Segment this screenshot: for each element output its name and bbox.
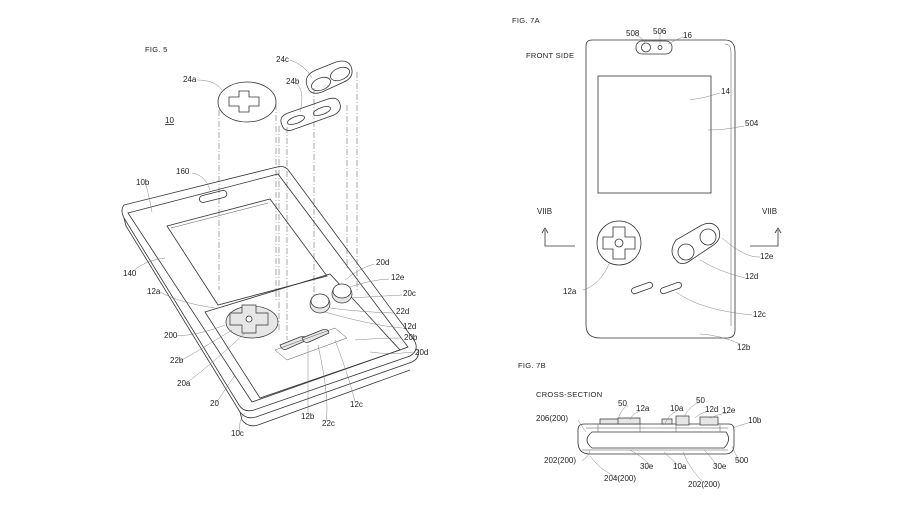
- label-20b: 20b: [404, 333, 418, 342]
- sensor-506: [657, 45, 663, 50]
- fig7b-title: FIG. 7B: [518, 361, 546, 370]
- label-12c: 12c: [350, 400, 363, 409]
- label-506: 506: [653, 27, 667, 36]
- label-12a: 12a: [636, 404, 650, 413]
- label-12e: 12e: [760, 252, 774, 261]
- label-50-left: 50: [618, 399, 627, 408]
- label-50-right: 50: [696, 396, 705, 405]
- label-508: 508: [626, 29, 640, 38]
- label-204-200: 204(200): [604, 474, 636, 483]
- label-12c: 12c: [753, 310, 766, 319]
- label-12a: 12a: [147, 287, 161, 296]
- label-24b: 24b: [286, 77, 300, 86]
- label-10a-top: 10a: [670, 404, 684, 413]
- fig7b-cross-section: FIG. 7B CROSS-SECTION 50 12a 10a 50 12d …: [518, 361, 762, 489]
- label-10c: 10c: [231, 429, 244, 438]
- label-160: 160: [176, 167, 190, 176]
- label-20: 20: [210, 399, 219, 408]
- label-206-200: 206(200): [536, 414, 568, 423]
- label-10a-bottom: 10a: [673, 462, 687, 471]
- camera-lens-508: [641, 42, 651, 53]
- label-viib-right: VIIB: [762, 207, 777, 216]
- ab-cover-24c: [305, 60, 353, 94]
- label-202-200-left: 202(200): [544, 456, 576, 465]
- label-24c: 24c: [276, 55, 289, 64]
- label-10b: 10b: [748, 416, 762, 425]
- fig5-title: FIG. 5: [145, 45, 168, 54]
- label-20d-top: 20d: [376, 258, 389, 267]
- fig7a-title: FIG. 7A: [512, 16, 540, 25]
- dpad-cover-24a: [217, 81, 277, 123]
- label-12e: 12e: [722, 406, 736, 415]
- label-12e: 12e: [391, 273, 405, 282]
- label-30e-right: 30e: [713, 462, 727, 471]
- label-12d: 12d: [403, 322, 416, 331]
- fig7a-front-view: FIG. 7A FRONT SIDE 508 506 16 14 504 VII…: [512, 16, 782, 352]
- label-20a: 20a: [177, 379, 191, 388]
- label-200: 200: [164, 331, 178, 340]
- label-22d: 22d: [396, 307, 409, 316]
- label-14: 14: [721, 87, 730, 96]
- label-16: 16: [683, 31, 692, 40]
- dpad-12a: [596, 220, 642, 266]
- label-12b: 12b: [737, 343, 751, 352]
- label-500: 500: [735, 456, 749, 465]
- game-console-casing-10: [121, 166, 419, 427]
- label-20d-bottom: 20d: [415, 348, 428, 357]
- label-12b: 12b: [301, 412, 315, 421]
- label-10b: 10b: [136, 178, 150, 187]
- label-12d: 12d: [705, 405, 718, 414]
- label-24a: 24a: [183, 75, 197, 84]
- label-30e-left: 30e: [640, 462, 654, 471]
- label-140: 140: [123, 269, 137, 278]
- label-22b: 22b: [170, 356, 184, 365]
- label-viib-left: VIIB: [537, 207, 552, 216]
- label-202-200-right: 202(200): [688, 480, 720, 489]
- fig7a-subtitle: FRONT SIDE: [526, 51, 574, 60]
- label-22c: 22c: [322, 419, 335, 428]
- fig5-exploded-view: FIG. 5 10: [121, 45, 428, 438]
- fig7b-subtitle: CROSS-SECTION: [536, 390, 602, 399]
- fig5-ref-main: 10: [165, 116, 174, 125]
- label-12d: 12d: [745, 272, 758, 281]
- label-20c: 20c: [403, 289, 416, 298]
- select-start-cover-24b: [280, 97, 341, 131]
- label-504: 504: [745, 119, 759, 128]
- label-12a: 12a: [563, 287, 577, 296]
